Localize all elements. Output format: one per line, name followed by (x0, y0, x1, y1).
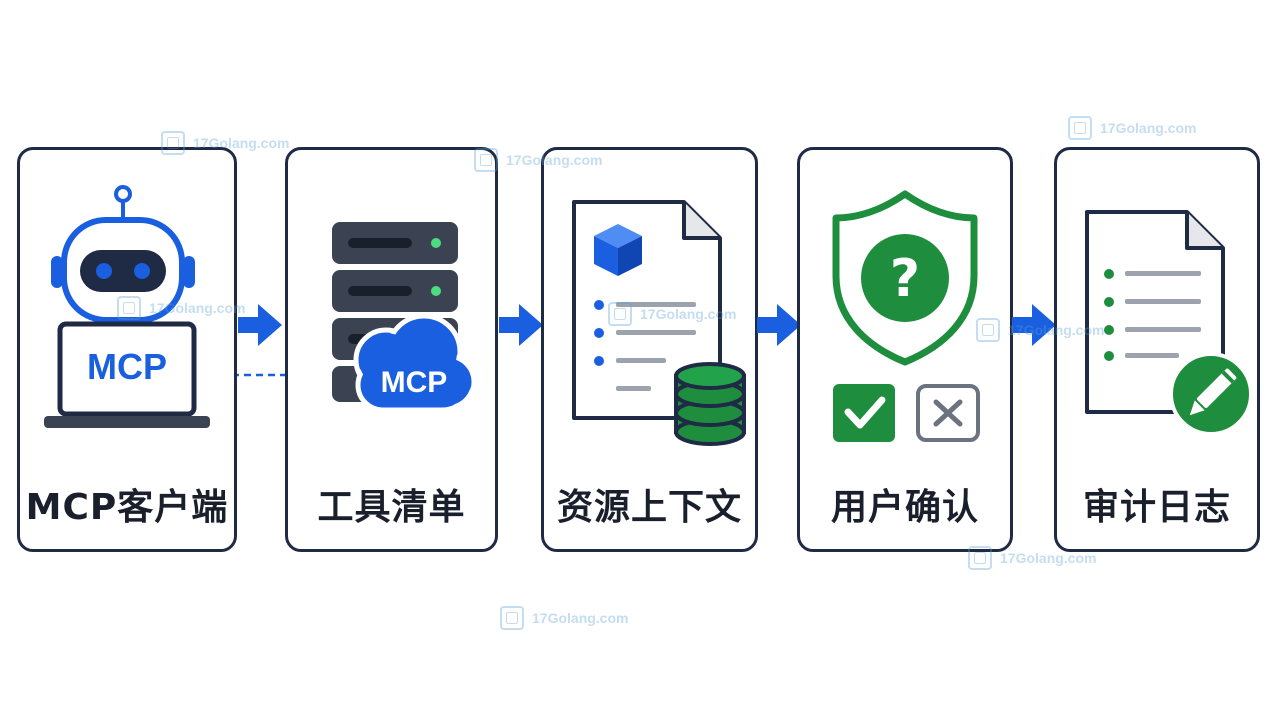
step-card-user-confirm: ? 用户确认 (797, 147, 1013, 552)
shield-question-icon: ? (832, 190, 980, 442)
flow-arrow-4 (1012, 304, 1056, 346)
robot-laptop-icon (44, 185, 210, 428)
svg-text:?: ? (890, 249, 920, 309)
watermark-logo-icon (500, 606, 524, 630)
flow-arrow-3 (757, 304, 801, 346)
step-card-tool-list: MCP 工具清单 (285, 147, 498, 552)
watermark-text: 17Golang.com (1100, 120, 1197, 136)
step-card-audit-log: 审计日志 (1054, 147, 1260, 552)
step-label-mcp-client: MCP客户端 (25, 487, 229, 528)
flow-arrow-1 (238, 304, 282, 346)
document-database-icon (572, 200, 746, 446)
step-label-tool-list: 工具清单 (317, 487, 466, 528)
laptop-mcp-text: MCP (87, 346, 167, 387)
step-label-resource-context: 资源上下文 (556, 487, 742, 528)
step-label-user-confirm: 用户确认 (830, 487, 979, 528)
watermark-text: 17Golang.com (1000, 550, 1097, 566)
watermark: 17Golang.com (500, 606, 628, 630)
server-cloud-icon (332, 222, 477, 413)
step-label-audit-log: 审计日志 (1082, 487, 1231, 528)
cloud-mcp-text: MCP (380, 366, 448, 399)
flow-arrow-2 (499, 304, 543, 346)
step-card-resource-context: 资源上下文 (541, 147, 758, 552)
step-card-mcp-client: MCP MCP客户端 (17, 147, 237, 552)
watermark: 17Golang.com (1068, 116, 1196, 140)
document-edit-icon (1085, 210, 1253, 436)
watermark-text: 17Golang.com (532, 610, 629, 626)
watermark-logo-icon (1068, 116, 1092, 140)
